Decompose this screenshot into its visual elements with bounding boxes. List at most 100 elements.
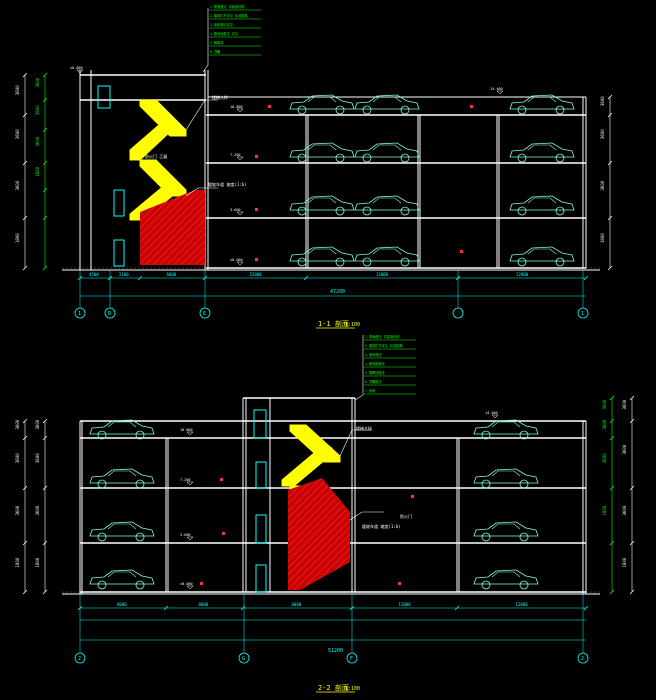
parked-car [289,94,355,115]
section2-right-elev2-tick [629,485,635,491]
section1-door [97,85,111,109]
section2-span-dim-tick [163,605,169,611]
section2-span-dim-label: 12000 [399,602,412,607]
section2-right-elev2-tick [629,540,635,546]
section2-left-elev-tick [22,540,28,546]
section2-grid-label: 2 [581,656,584,662]
section1-stair-label: 楼梯大样 [212,94,228,100]
section2-span-dim-label: 8000 [117,602,127,607]
section2-span-dim-label: 12000 [516,602,529,607]
section2-right-elev-tick [609,540,615,546]
section1-title: 1-1 剖面 [318,319,349,328]
section2-note-line: 7.其他 [365,388,376,393]
section1-left-elev2-tick [42,72,48,78]
section2-right-elev2-tick [629,395,635,401]
section2-level-marker [186,536,194,541]
section1-span-dim-label: 6000 [167,272,177,277]
section-mark [220,478,223,481]
section1-span-dim-label: 4500 [89,272,99,277]
section1-span-dim-label: 12000 [376,272,389,277]
section2-stair-label: 缓坡车道 坡度(1:6) [362,523,400,529]
section1-left-elev2-tick [42,160,48,166]
section1-left-elev2-tick [42,215,48,221]
section1-left-elev2-label: 3600 [35,77,40,87]
section2-left-elev-tick [22,485,28,491]
section2-left-elev-label: 1800 [15,557,20,567]
parked-car [509,195,575,216]
section1-left-elev-label: 1800 [15,233,20,243]
section2-left-elev2-label: 1800 [35,557,40,567]
section2-level-marker [186,481,194,486]
section1-grid-bubble [452,307,464,319]
section1-left-elev-tick [22,72,28,78]
section1-grid-bubble [577,307,589,319]
parked-car [473,521,539,542]
section1-span-dim-label: 2100 [119,272,129,277]
section2-left-elev2-label: 3600 [35,505,40,515]
section1-span-dim-label: 12000 [516,272,529,277]
section1-left-elev2-tick [42,127,48,133]
section1-span-dim-tick [303,275,309,281]
parked-car [89,468,155,489]
section2-grid-bubble [238,652,250,664]
section2-right-elev-label: 1800 [602,505,607,515]
parked-car [354,195,420,216]
section1-note-line: 2.楼梯栏杆详见 标准图集 [210,13,248,18]
parked-car [89,521,155,542]
section1-right-elev-tick [607,94,613,100]
section-mark [398,582,401,585]
section1-left-elev2-tick [42,265,48,271]
parked-car [509,246,575,267]
section1-left-elev-label: 3600 [15,129,20,139]
section2-level: 7.200 [180,478,191,482]
section1-left-elev-tick [22,160,28,166]
section2-left-elev-label: 3600 [15,419,20,429]
section1-level-marker [236,156,244,161]
parked-car [289,142,355,163]
section1-level-marker [236,211,244,216]
section2-left-elev-tick [22,435,28,441]
section-mark [411,495,414,498]
section2-door [255,461,267,489]
section2-note-line: 1.屋面做法 详建施说明 [365,334,399,339]
section1-left-elev-tick [22,112,28,118]
section1-left-elev-label: 3600 [15,180,20,190]
section2-right-elev-label: 3600 [602,419,607,429]
section2-right-elev2-label: 1800 [622,557,627,567]
section2-level-marker [186,585,194,590]
section1-door [113,239,125,267]
section-mark [470,105,473,108]
roof-level-marker [491,414,499,419]
section1-grid-label: D [108,311,111,317]
section2-note-line: 6.顶棚做法 [365,379,382,384]
parked-car [473,468,539,489]
section2-level-marker [186,431,194,436]
section1-left-elev-label: 3600 [15,85,20,95]
section1-right-elev-tick [607,215,613,221]
section1-level: ±0.000 [230,258,243,262]
section2-right-elev-tick [609,395,615,401]
section2-span-dim-label: 6000 [292,602,302,607]
parked-car [354,94,420,115]
section2-note-line: 2.楼梯栏杆详见 标准图集 [365,343,403,348]
roof-level: ±0.000 [70,66,83,70]
section1-note-line: 1.屋面做法 详建施说明 [210,4,244,9]
section1-grid-bubble [104,307,116,319]
section1-level-marker [236,261,244,266]
section1-level: 7.200 [230,153,241,157]
section1-floor-slabs [80,74,586,269]
section2-right-elev-tick [609,485,615,491]
section2-right-elev-tick [609,418,615,424]
section2-right-elev2-label: 3600 [622,444,627,454]
section1-left-elev-tick [22,215,28,221]
section1-right-elev-tick [607,160,613,166]
section2-door [255,564,267,593]
section2-span-dim-tick [240,605,246,611]
section1-leaders [185,8,218,197]
section2-stair-label: 防火门 [400,513,412,519]
section1-span-dim-tick [137,275,143,281]
parked-car [289,195,355,216]
section2-level: ±0.000 [180,582,193,586]
